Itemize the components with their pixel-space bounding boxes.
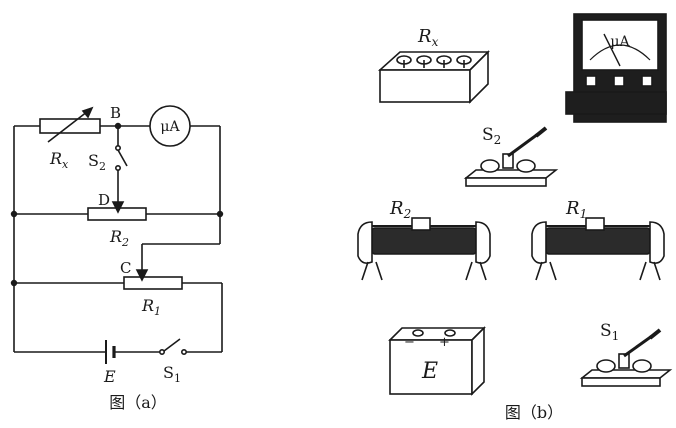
label-b-s1: S1 (600, 321, 619, 343)
s2-contact-bottom (115, 165, 122, 172)
label-b-e: E (421, 359, 438, 384)
s1-blade (163, 338, 181, 352)
rx-resistance-box (377, 50, 490, 104)
equipment-labels-b: Rx μA S2 R2 R1 − + E S1 图（b） (389, 26, 630, 422)
label-b-rx: Rx (417, 26, 439, 49)
s1-contact-right (181, 348, 188, 355)
s2-blade (117, 149, 128, 167)
microammeter-device (565, 13, 667, 123)
battery-terminal-plus (444, 329, 456, 337)
r2-rheostat-device (357, 217, 491, 281)
s1-lever (623, 334, 653, 358)
r1-resistor (123, 276, 183, 290)
rx-resistor (39, 118, 101, 134)
s2-contact-top (115, 145, 122, 152)
label-meter: μA (160, 119, 180, 135)
label-b-minus: − (404, 335, 415, 350)
circuit-labels-a: μA B Rx S2 D R2 C R1 E S1 图（a） (49, 104, 181, 412)
s1-knife-switch (579, 328, 673, 387)
meter-needle (603, 33, 621, 67)
d-slider-arrow (111, 201, 125, 214)
label-b-r2: R2 (389, 198, 411, 221)
label-b-plus: + (439, 335, 450, 350)
r1-rheostat-device (531, 217, 665, 281)
battery-terminal-minus (412, 329, 424, 337)
label-b-r1: R1 (565, 198, 587, 221)
s2-knife-switch (463, 126, 559, 187)
label-b: B (110, 104, 121, 122)
junction-right-r2 (216, 210, 224, 218)
caption-a: 图（a） (109, 393, 167, 412)
caption-b: 图（b） (505, 403, 563, 422)
equipment-drawings-b (357, 13, 673, 396)
label-c: C (120, 259, 131, 277)
junction-left-r1 (10, 279, 18, 287)
c-slider-arrow (135, 269, 149, 282)
label-b-s2: S2 (482, 125, 501, 147)
label-e: E (103, 367, 116, 386)
label-r2: R2 (109, 227, 129, 249)
circuit-diagram-a (10, 105, 224, 364)
label-rx: Rx (49, 149, 69, 171)
battery-device (388, 326, 486, 396)
label-r1: R1 (141, 296, 161, 318)
label-s2: S2 (88, 151, 106, 173)
label-s1: S1 (163, 363, 181, 385)
label-b-meter: μA (610, 34, 630, 50)
rx-arrow-head (81, 106, 94, 119)
label-d: D (98, 191, 110, 209)
junction-left-r2 (10, 210, 18, 218)
s1-contact-left (159, 348, 166, 355)
microammeter-symbol (149, 105, 191, 147)
s2-lever (507, 132, 539, 158)
